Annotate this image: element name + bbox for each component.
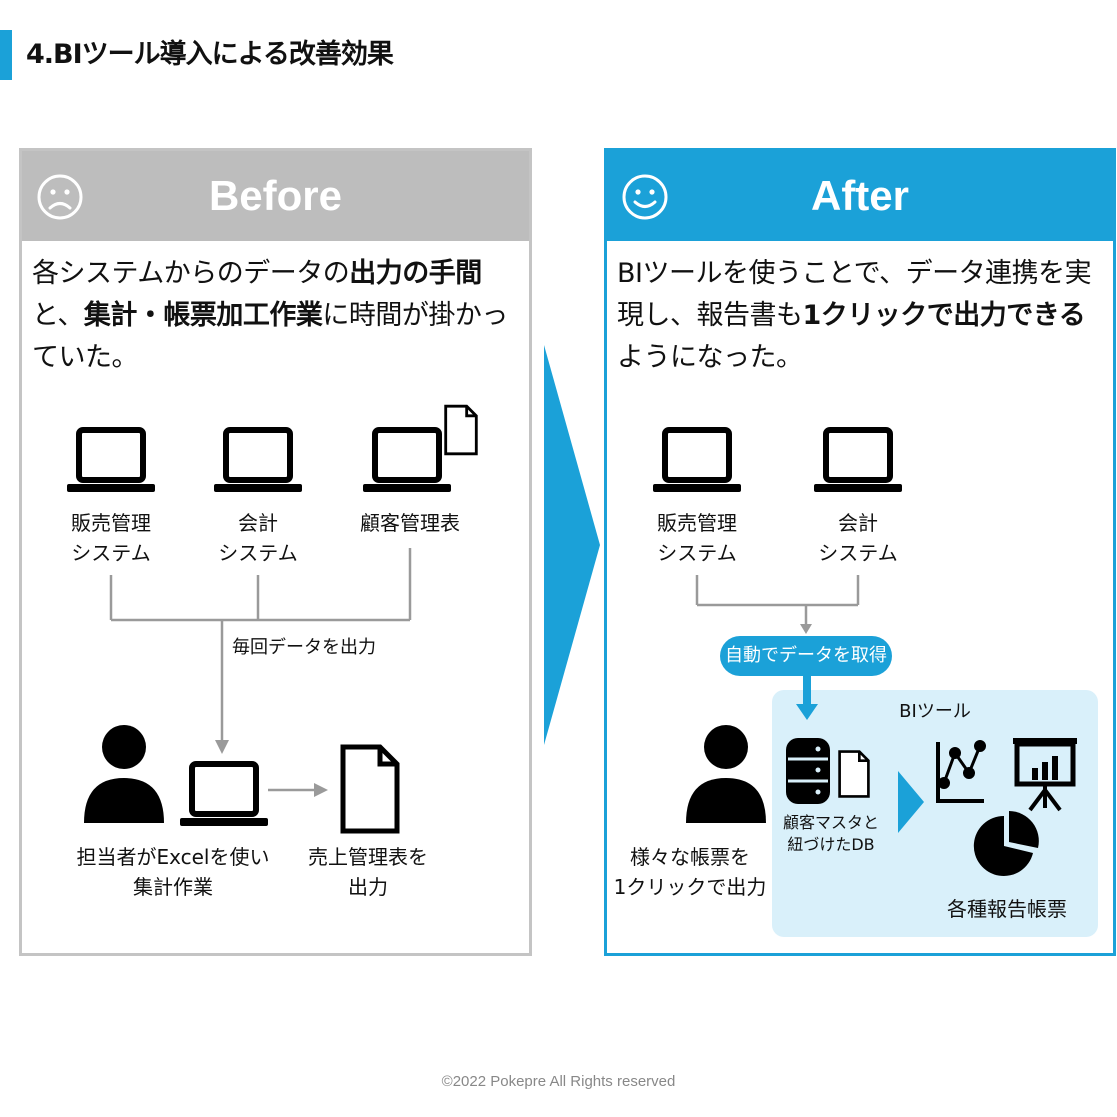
sad-face-icon (37, 174, 83, 220)
presentation-chart-icon (1013, 738, 1077, 812)
before-worker-label: 担当者がExcelを使い集計作業 (76, 845, 270, 899)
after-gray-arrowhead (800, 624, 812, 634)
after-blue-arrow-shaft (803, 676, 811, 706)
pie-chart-icon (973, 811, 1039, 876)
db-doc-icon (838, 750, 870, 798)
after-sales-laptop-icon (653, 430, 741, 492)
before-flow-label: 毎回データを出力 (232, 637, 376, 658)
after-accounting-label: 会計システム (818, 511, 898, 565)
bi-flow-arrow-icon (898, 771, 924, 833)
before-connector-lines (109, 548, 412, 792)
auto-fetch-badge: 自動でデータを取得 (720, 636, 892, 676)
after-title: After (810, 172, 909, 219)
before-description-part-3: 集計・帳票加工作業 (83, 300, 323, 331)
after-description-part-1: 1クリックで出力できる (802, 300, 1086, 331)
title-accent-bar (0, 30, 12, 80)
after-blue-arrowhead (796, 704, 818, 720)
before-accounting-laptop-icon (214, 430, 302, 492)
reports-label: 各種報告帳票 (947, 897, 1067, 921)
after-user-person-icon (686, 725, 766, 823)
before-customer-label: 顧客管理表 (360, 511, 460, 535)
transition-arrow-icon (544, 345, 600, 745)
before-description: 各システムからのデータの出力の手間と、集計・帳票加工作業に時間が掛かっていた。 (32, 253, 519, 379)
before-output-doc-icon (343, 747, 397, 831)
before-output-label: 売上管理表を出力 (308, 845, 428, 899)
after-description-part-0: BIツールを使うことで、データ連携を実現し、報告書も (617, 258, 1092, 331)
before-title: Before (208, 172, 343, 219)
before-worker-laptop-icon (180, 764, 268, 826)
after-description-part-2: ようになった。 (617, 342, 803, 373)
smile-face-icon (622, 174, 668, 220)
line-chart-icon (936, 740, 986, 803)
db-label: 顧客マスタと紐づけたDB (782, 813, 879, 854)
before-description-part-1: 出力の手間 (349, 258, 482, 289)
before-description-part-0: 各システムからのデータの (32, 258, 350, 289)
copyright: ©2022 Pokepre All Rights reserved (441, 1073, 676, 1090)
before-description-part-2: と、 (32, 300, 84, 331)
after-sales-label: 販売管理システム (657, 511, 737, 565)
after-panel: After BIツールを使うことで、データ連携を実現し、報告書も1クリックで出力… (604, 148, 1116, 956)
after-accounting-laptop-icon (814, 430, 902, 492)
before-sales-label: 販売管理システム (71, 511, 151, 565)
before-customer-laptop-icon (363, 430, 451, 492)
page-title: 4.BIツール導入による改善効果 (26, 39, 394, 70)
database-icon (786, 738, 830, 804)
after-description: BIツールを使うことで、データ連携を実現し、報告書も1クリックで出力できるように… (617, 253, 1103, 379)
before-description-part-4: に時間が掛かっていた。 (32, 300, 508, 373)
before-header: Before (22, 151, 529, 241)
before-panel: Before 各システムからのデータの出力の手間と、集計・帳票加工作業に時間が掛… (19, 148, 532, 956)
bi-tool-label: BIツール (899, 701, 971, 722)
bi-tool-box (772, 690, 1098, 937)
before-accounting-label: 会計システム (218, 511, 298, 565)
before-customer-doc-icon (444, 404, 478, 456)
before-down-arrowhead (215, 740, 229, 754)
before-worker-person-icon (84, 725, 164, 823)
after-header: After (607, 151, 1113, 241)
before-sales-laptop-icon (67, 430, 155, 492)
after-connector-lines (695, 575, 860, 626)
before-right-arrowhead (314, 783, 328, 797)
